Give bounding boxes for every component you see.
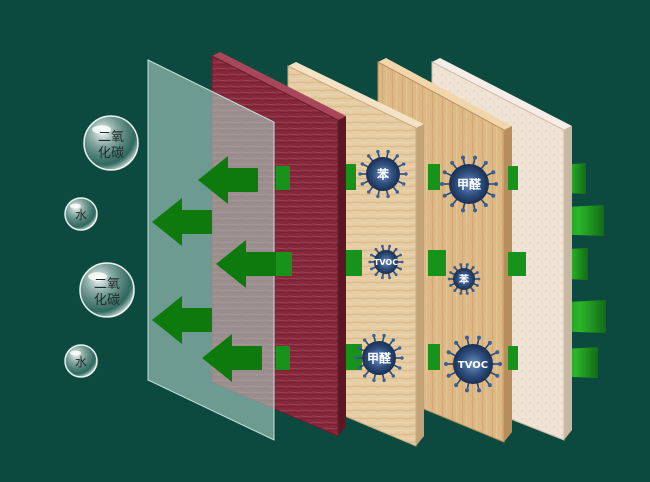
germ-icon — [453, 268, 475, 290]
arrow-left-icon — [202, 334, 262, 382]
pollutant-tvoc-2: TVOC — [444, 335, 502, 393]
green-square — [344, 250, 362, 276]
pollutant-formaldehyde-2: 甲醛 — [354, 333, 404, 383]
layer-glass-sheet — [147, 59, 275, 441]
bubble-label: 水 — [75, 355, 87, 369]
pollutant-tvoc-1: TVOC — [368, 244, 404, 280]
pollutant-benzene-1: 苯 — [358, 149, 408, 199]
green-square — [428, 250, 446, 276]
arrow-left-icon — [216, 240, 276, 288]
green-squares-front — [276, 166, 292, 370]
arrow-left-icon — [152, 296, 212, 344]
pollutant-label: 甲醛 — [457, 177, 482, 192]
green-arrows — [152, 156, 276, 382]
germ-icon — [362, 341, 396, 375]
green-square — [344, 344, 362, 370]
green-square — [508, 252, 526, 276]
pollutant-label: 苯 — [376, 167, 390, 182]
pollutant-benzene-2: 苯 — [447, 263, 481, 295]
bubble-label: 二氧 — [98, 130, 124, 145]
germ-icon — [453, 344, 493, 384]
arrow-left-icon — [152, 198, 212, 246]
bubble-label: 化碳 — [94, 293, 120, 308]
arrow-left-icon — [198, 156, 258, 204]
green-square — [276, 346, 290, 370]
bubble-water-bottom: 水 — [64, 344, 98, 378]
green-square — [508, 346, 518, 370]
bubble-label: 二氧 — [94, 277, 120, 292]
germ-icon — [366, 157, 400, 191]
germ-icon — [449, 164, 489, 204]
pollutant-label: 甲醛 — [367, 351, 392, 366]
green-square — [428, 164, 440, 190]
bubble-label: 水 — [75, 208, 87, 222]
bubble-water-top: 水 — [64, 197, 98, 231]
pollutant-label: TVOC — [374, 258, 398, 267]
green-square — [344, 164, 356, 190]
green-square — [276, 252, 292, 276]
pollutant-formaldehyde-1: 甲醛 — [440, 155, 498, 213]
green-square — [428, 344, 440, 370]
green-square — [276, 166, 290, 190]
germ-icon — [374, 250, 398, 274]
green-square — [508, 166, 518, 190]
pollutant-label: 苯 — [458, 273, 470, 286]
bubble-label: 化碳 — [98, 146, 124, 161]
pollutant-label: TVOC — [458, 360, 488, 371]
